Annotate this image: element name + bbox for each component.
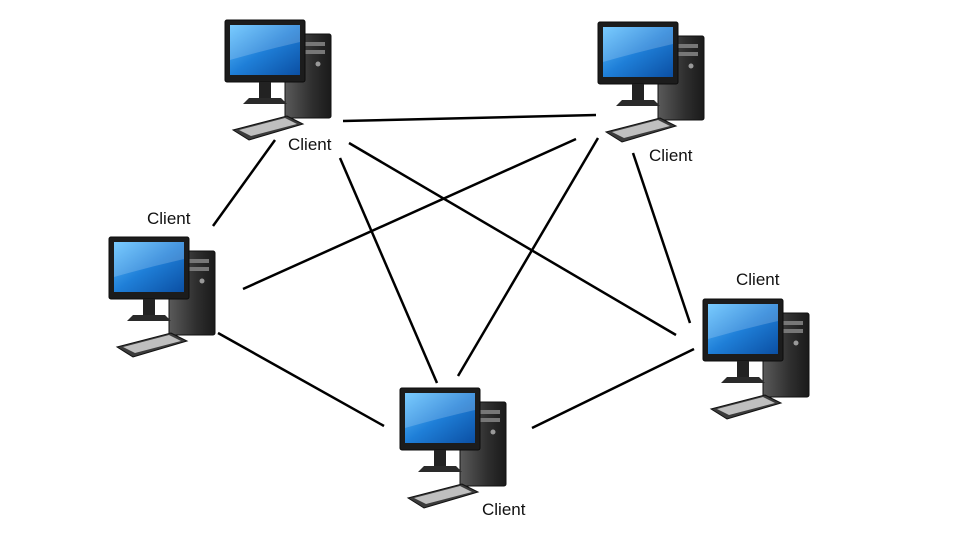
link-top-right-right [631,152,692,324]
client-label-top-left: Client [288,135,332,154]
client-label-left: Client [147,209,191,228]
desktop-computer-icon [224,19,332,141]
desktop-computer-icon [108,236,216,358]
client-label-right: Client [736,270,780,289]
link-top-left-left [211,139,277,227]
desktop-computer-icon [702,298,810,420]
link-top-left-right [348,141,677,337]
client-label-top-right: Client [649,146,693,165]
link-top-left-bottom [338,157,439,384]
desktop-computer-icon [597,21,705,143]
client-label-bottom: Client [482,500,526,519]
link-top-right-bottom [456,137,600,377]
link-top-left-top-right [342,113,597,123]
link-bottom-right [531,347,695,430]
desktop-computer-icon [399,387,507,509]
link-left-bottom [217,331,385,428]
link-top-right-left [242,137,577,291]
